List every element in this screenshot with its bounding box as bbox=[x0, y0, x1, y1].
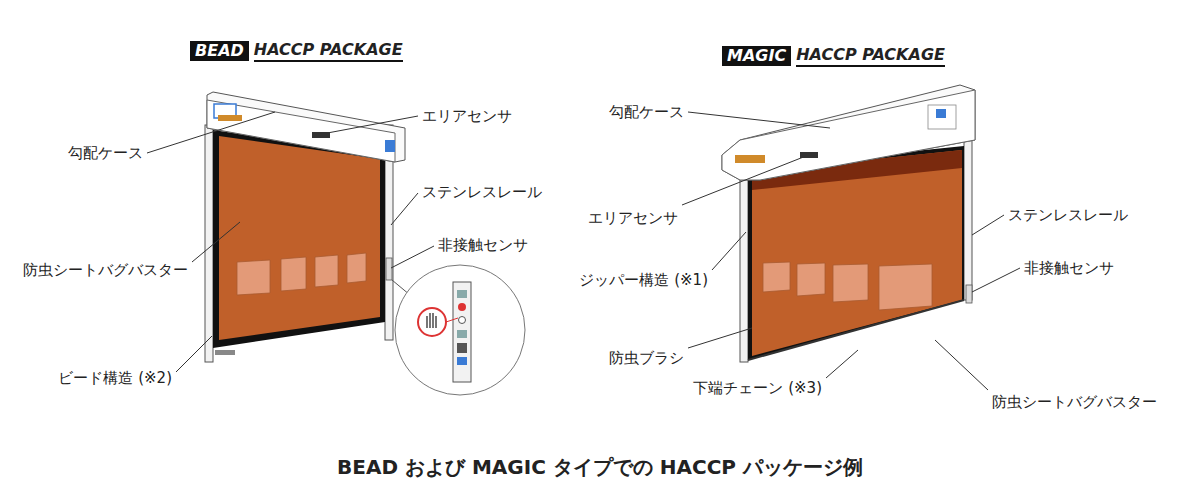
package-heading: HACCP PACKAGE bbox=[796, 45, 945, 67]
type-badge: MAGIC bbox=[722, 46, 791, 66]
part-label: ステンレスレール bbox=[420, 183, 544, 201]
leader-lines bbox=[147, 112, 1020, 390]
part-label: ビード構造 (※2) bbox=[56, 369, 174, 387]
part-label: ステンレスレール bbox=[1006, 206, 1130, 224]
heading-group: BEADHACCP PACKAGE bbox=[190, 40, 403, 62]
part-label: エリアセンサ bbox=[586, 209, 680, 227]
part-label: 非接触センサ bbox=[1022, 259, 1116, 277]
part-label: エリアセンサ bbox=[420, 107, 514, 125]
part-label: 防虫シートバグバスター bbox=[990, 393, 1159, 411]
part-label: ジッパー構造 (※1) bbox=[577, 271, 710, 289]
part-label: 防虫シートバグバスター bbox=[21, 261, 190, 279]
magic-door bbox=[722, 85, 975, 362]
part-label: 下端チェーン (※3) bbox=[691, 379, 824, 397]
part-label: 勾配ケース bbox=[66, 144, 145, 162]
caption: BEAD および MAGIC タイプでの HACCP パッケージ例 bbox=[337, 454, 863, 481]
package-heading: HACCP PACKAGE bbox=[254, 40, 403, 62]
part-label: 勾配ケース bbox=[607, 103, 686, 121]
part-label: 防虫ブラシ bbox=[607, 349, 686, 367]
type-badge: BEAD bbox=[190, 41, 249, 61]
part-label: 非接触センサ bbox=[436, 236, 530, 254]
heading-group: MAGICHACCP PACKAGE bbox=[722, 45, 945, 67]
